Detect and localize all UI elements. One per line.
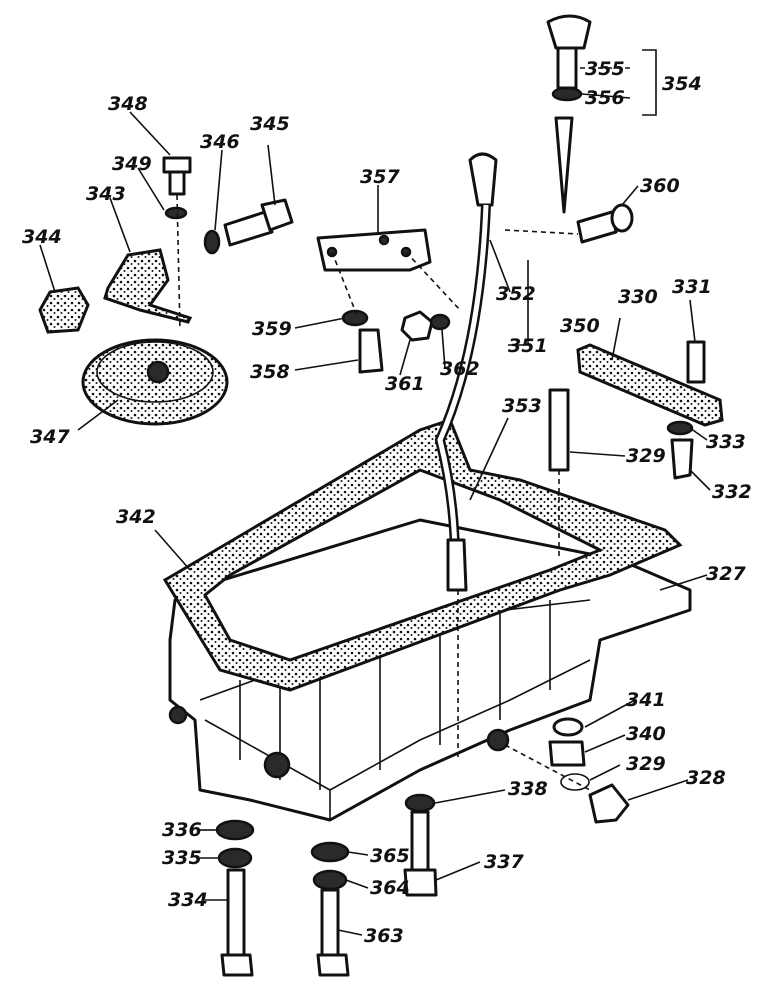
dipstick-tube: [434, 152, 498, 760]
drain-plug-assembly: [504, 717, 630, 824]
label-358: 358: [250, 361, 290, 383]
label-351: 351: [508, 335, 548, 357]
label-337: 337: [484, 851, 524, 873]
oil-pan: [168, 518, 692, 822]
label-352: 352: [496, 283, 536, 305]
label-345: 345: [250, 113, 290, 135]
label-350: 350: [560, 315, 600, 337]
label-360: 360: [640, 175, 680, 197]
bolt-363: [310, 841, 350, 977]
label-361: 361: [385, 373, 425, 395]
label-362: 362: [440, 358, 480, 380]
bracket-357: [316, 228, 432, 272]
dipstick: [546, 14, 592, 214]
stud-339: [548, 388, 570, 560]
label-346: 346: [200, 131, 240, 153]
label-335: 335: [162, 847, 202, 869]
label-328: 328: [686, 767, 726, 789]
baffle-330: [576, 340, 724, 427]
part-labels: 348 349 343 344 346 345 357 359 358 361 …: [22, 58, 752, 947]
nut-361: [400, 251, 461, 342]
label-364: 364: [370, 877, 410, 899]
label-333: 333: [706, 431, 746, 453]
label-348: 348: [108, 93, 148, 115]
label-340: 340: [626, 723, 666, 745]
label-357: 357: [360, 166, 400, 188]
label-353: 353: [502, 395, 542, 417]
label-363: 363: [364, 925, 404, 947]
label-344: 344: [22, 226, 62, 248]
bolt-358: [331, 251, 384, 374]
label-339: 329: [626, 445, 666, 467]
label-332: 332: [712, 481, 752, 503]
label-338: 338: [508, 778, 548, 800]
bolt-337: [403, 793, 438, 897]
label-330: 330: [618, 286, 658, 308]
oil-pickup-flange: [103, 248, 193, 324]
label-342: 342: [116, 506, 156, 528]
label-329: 329: [626, 753, 666, 775]
label-359: 359: [252, 318, 292, 340]
bolt-332: [666, 420, 694, 480]
bolt-360: [504, 203, 634, 244]
leader-lines: [39, 49, 711, 936]
label-354: 354: [662, 73, 702, 95]
label-356: 356: [585, 87, 625, 109]
label-336: 336: [162, 819, 202, 841]
oil-strainer: [81, 338, 229, 426]
bolt-348: [162, 156, 192, 331]
label-365: 365: [370, 845, 410, 867]
label-327: 327: [706, 563, 746, 585]
seal-ring-344: [38, 286, 90, 334]
bolt-334: [215, 819, 255, 977]
label-331: 331: [672, 276, 712, 298]
label-349: 349: [112, 153, 152, 175]
label-341: 341: [626, 689, 666, 711]
label-343: 343: [86, 183, 126, 205]
label-347: 347: [30, 426, 70, 448]
bolt-345: [203, 198, 294, 255]
label-334: 334: [168, 889, 208, 911]
label-355: 355: [585, 58, 625, 80]
